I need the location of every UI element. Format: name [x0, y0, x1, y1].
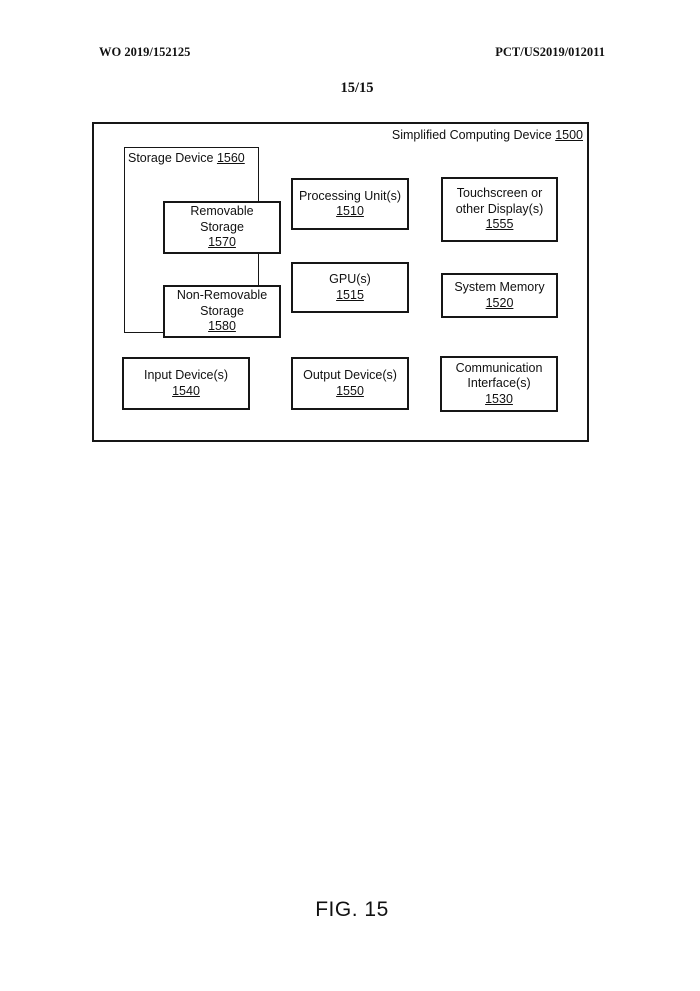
ref-numeral: 1520 — [485, 295, 514, 310]
sheet-number: 15/15 — [340, 80, 374, 96]
diagram-title-label: Simplified Computing Device — [391, 128, 552, 142]
header-publication-number: WO 2019/152125 — [99, 45, 191, 59]
storage-device-group-box: Storage Device 1560 Removable Storage 15… — [124, 147, 281, 338]
touchscreen-display-box: Touchscreen or other Display(s) 1555 — [441, 177, 558, 242]
ref-numeral: 1515 — [336, 287, 364, 302]
ref-numeral: 1580 — [208, 319, 236, 334]
processing-unit-box: Processing Unit(s) 1510 — [291, 178, 409, 230]
gpu-box: GPU(s) 1515 — [291, 262, 409, 313]
box-label: Non-Removable — [176, 288, 268, 303]
box-label: Input Device(s) — [143, 368, 229, 382]
system-memory-box: System Memory 1520 — [441, 273, 558, 318]
box-label: System Memory — [454, 280, 545, 294]
communication-interfaces-box: Communication Interface(s) 1530 — [440, 356, 558, 412]
storage-device-ref: 1560 — [216, 151, 245, 165]
box-label: Processing Unit(s) — [298, 188, 402, 203]
input-devices-box: Input Device(s) 1540 — [122, 357, 250, 410]
box-label: Storage — [200, 219, 244, 234]
header-application-number: PCT/US2019/012011 — [495, 45, 605, 59]
ref-numeral: 1555 — [485, 217, 514, 232]
ref-numeral: 1530 — [485, 391, 513, 406]
box-label: Interface(s) — [467, 376, 531, 391]
box-label: GPU(s) — [329, 272, 371, 286]
box-label: Storage — [200, 303, 244, 318]
ref-numeral: 1510 — [336, 204, 364, 218]
non-removable-storage-box: Non-Removable Storage 1580 — [163, 285, 281, 338]
box-label: Output Device(s) — [303, 368, 397, 382]
output-devices-box: Output Device(s) 1550 — [291, 357, 409, 410]
removable-storage-box: Removable Storage 1570 — [163, 201, 281, 254]
box-label: Touchscreen or — [456, 186, 543, 201]
box-label: Communication — [455, 360, 543, 375]
storage-device-label-text: Storage Device — [128, 151, 214, 165]
box-label: other Display(s) — [455, 201, 544, 216]
simplified-computing-device-box: Simplified Computing Device 1500 Storage… — [92, 122, 589, 442]
figure-caption: FIG. 15 — [315, 898, 389, 921]
diagram-title: Simplified Computing Device 1500 — [392, 128, 583, 142]
diagram-title-ref: 1500 — [555, 128, 583, 142]
ref-numeral: 1540 — [172, 383, 200, 398]
box-label: Removable — [190, 204, 254, 219]
storage-device-label: Storage Device 1560 — [128, 151, 245, 165]
ref-numeral: 1550 — [336, 383, 364, 398]
ref-numeral: 1570 — [208, 235, 236, 250]
